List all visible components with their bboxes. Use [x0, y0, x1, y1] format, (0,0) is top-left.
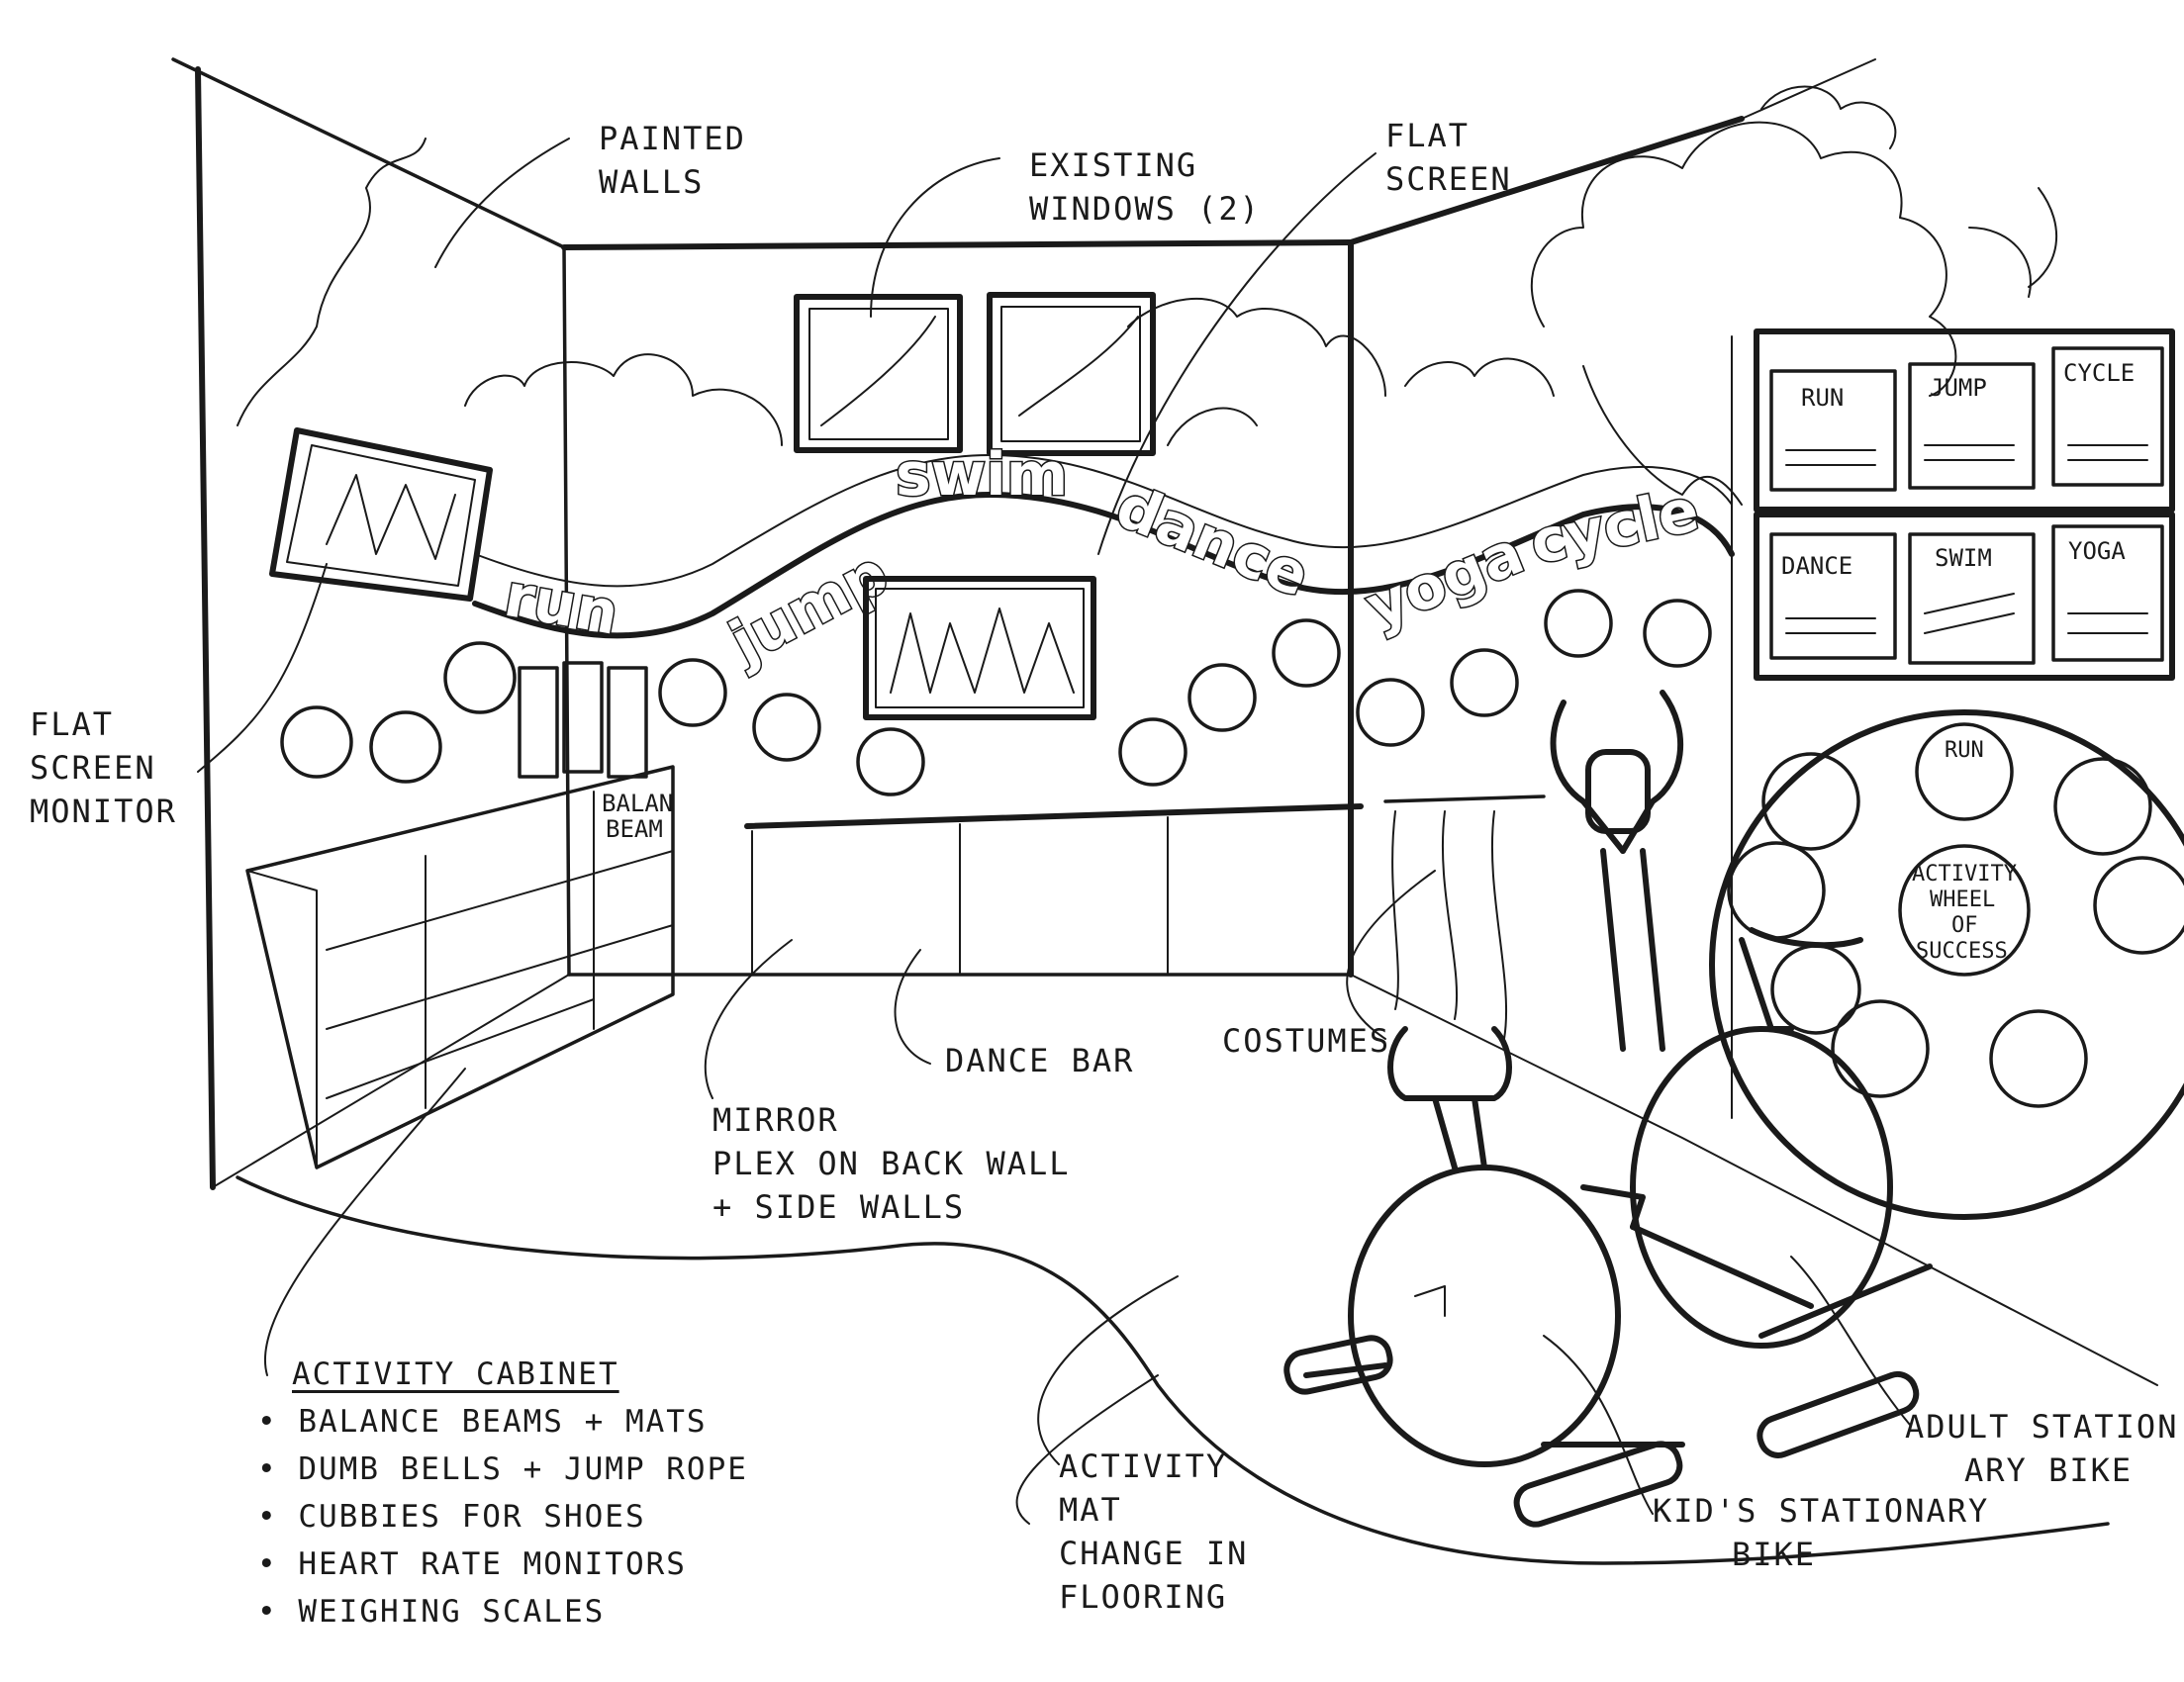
cabinet-tag-line2: BEAM [606, 815, 663, 843]
label-existing-windows: EXISTING WINDOWS (2) [1029, 143, 1261, 231]
mirror-line1: MIRROR [712, 1101, 839, 1139]
activity-mat-line1: ACTIVITY [1059, 1448, 1228, 1485]
label-mirror: MIRROR PLEX ON BACK WALL + SIDE WALLS [712, 1098, 1071, 1229]
wheel-center-line1: ACTIVITY [1912, 862, 2017, 887]
kids-bike-line1: KID'S STATIONARY [1653, 1492, 1990, 1530]
cabinet-tag-line1: BALAN [602, 790, 673, 817]
activity-mat-line3: CHANGE IN [1059, 1535, 1249, 1572]
cabinet-item-text: WEIGHING SCALES [298, 1594, 606, 1630]
activity-cabinet-item-1: • BALANCE BEAMS + MATS [257, 1404, 708, 1440]
wheel-center-line4: SUCCESS [1916, 939, 2008, 964]
activity-cabinet-title: ACTIVITY CABINET [292, 1356, 619, 1392]
existing-windows-line1: EXISTING [1029, 146, 1198, 184]
label-costumes: COSTUMES [1222, 1022, 1391, 1060]
adult-bike-line2: ARY BIKE [1964, 1451, 2134, 1489]
adult-stationary-bike [1550, 690, 1933, 1458]
room-walls [171, 57, 2158, 1386]
activity-wheel [1709, 709, 2184, 1220]
activity-cabinet-item-2: • DUMB BELLS + JUMP ROPE [257, 1451, 748, 1487]
existing-windows [794, 292, 1156, 456]
tile-run: RUN [1801, 384, 1844, 412]
tile-swim: SWIM [1935, 544, 1992, 572]
label-flat-screen-top: FLAT SCREEN [1385, 114, 1512, 201]
label-kids-bike: KID'S STATIONARY BIKE [1653, 1489, 1989, 1576]
flat-screen-top-line1: FLAT [1385, 117, 1471, 154]
mirror-line2: PLEX ON BACK WALL [712, 1145, 1071, 1182]
wheel-center-line3: OF [1951, 913, 1978, 938]
label-adult-bike: ADULT STATION- ARY BIKE [1905, 1405, 2184, 1492]
existing-windows-line2: WINDOWS (2) [1029, 190, 1261, 228]
wall-word-yoga: yoga [1357, 518, 1533, 643]
dance-bar [744, 803, 1364, 976]
activity-mat-outline [236, 1175, 2110, 1565]
adult-bike-line1: ADULT STATION- [1905, 1408, 2184, 1446]
activity-cabinet [245, 661, 675, 1169]
kids-stationary-bike [1283, 1026, 1685, 1528]
label-dance-bar: DANCE BAR [945, 1042, 1135, 1079]
flat-screen-monitor-line1: FLAT [30, 705, 115, 743]
flat-screen-monitor-line2: SCREEN [30, 749, 156, 787]
cabinet-item-text: DUMB BELLS + JUMP ROPE [298, 1451, 748, 1487]
mirror-line3: + SIDE WALLS [712, 1188, 966, 1226]
activity-cabinet-item-4: • HEART RATE MONITORS [257, 1546, 687, 1582]
flat-screen-monitor [269, 427, 493, 602]
wall-word-cycle: cycle [1524, 476, 1704, 579]
activity-mat-line4: FLOORING [1059, 1578, 1228, 1616]
painted-clouds [237, 85, 2032, 506]
costume-rack [1383, 794, 1546, 1040]
wall-word-dance: dance [1106, 472, 1318, 611]
tile-jump: JUMP [1930, 374, 1987, 402]
flat-screen-monitor-line3: MONITOR [30, 793, 177, 830]
cabinet-item-text: HEART RATE MONITORS [298, 1546, 687, 1582]
label-flat-screen-monitor: FLAT SCREEN MONITOR [30, 702, 177, 833]
wall-word-swim: swim [896, 440, 1068, 510]
activity-cabinet-item-3: • CUBBIES FOR SHOES [257, 1499, 646, 1535]
wheel-center-line2: WHEEL [1930, 888, 1995, 912]
activity-cabinet-list: ACTIVITY CABINET • BALANCE BEAMS + MATS … [257, 1351, 748, 1635]
cabinet-item-text: BALANCE BEAMS + MATS [298, 1404, 708, 1440]
painted-walls-line1: PAINTED [599, 120, 746, 157]
tile-yoga: YOGA [2068, 537, 2126, 565]
activity-cabinet-item-5: • WEIGHING SCALES [257, 1594, 606, 1630]
wall-word-run: run [500, 561, 623, 649]
back-wall-screen [863, 576, 1096, 720]
cabinet-item-text: CUBBIES FOR SHOES [298, 1499, 646, 1535]
activity-mat-line2: MAT [1059, 1491, 1122, 1529]
activity-tile-board [1754, 328, 2175, 681]
tile-cycle: CYCLE [2063, 359, 2135, 387]
leader-lines [197, 138, 2058, 1515]
wheel-top-item: RUN [1945, 738, 1984, 763]
tile-dance: DANCE [1781, 552, 1852, 580]
wall-circles [280, 589, 1712, 796]
kids-bike-line2: BIKE [1732, 1536, 1817, 1573]
activity-wave-band [472, 454, 1735, 639]
wall-word-jump: jump [717, 538, 900, 679]
flat-screen-top-line2: SCREEN [1385, 160, 1512, 198]
label-painted-walls: PAINTED WALLS [599, 117, 746, 204]
painted-walls-line2: WALLS [599, 163, 705, 201]
label-activity-mat: ACTIVITY MAT CHANGE IN FLOORING [1059, 1445, 1248, 1619]
